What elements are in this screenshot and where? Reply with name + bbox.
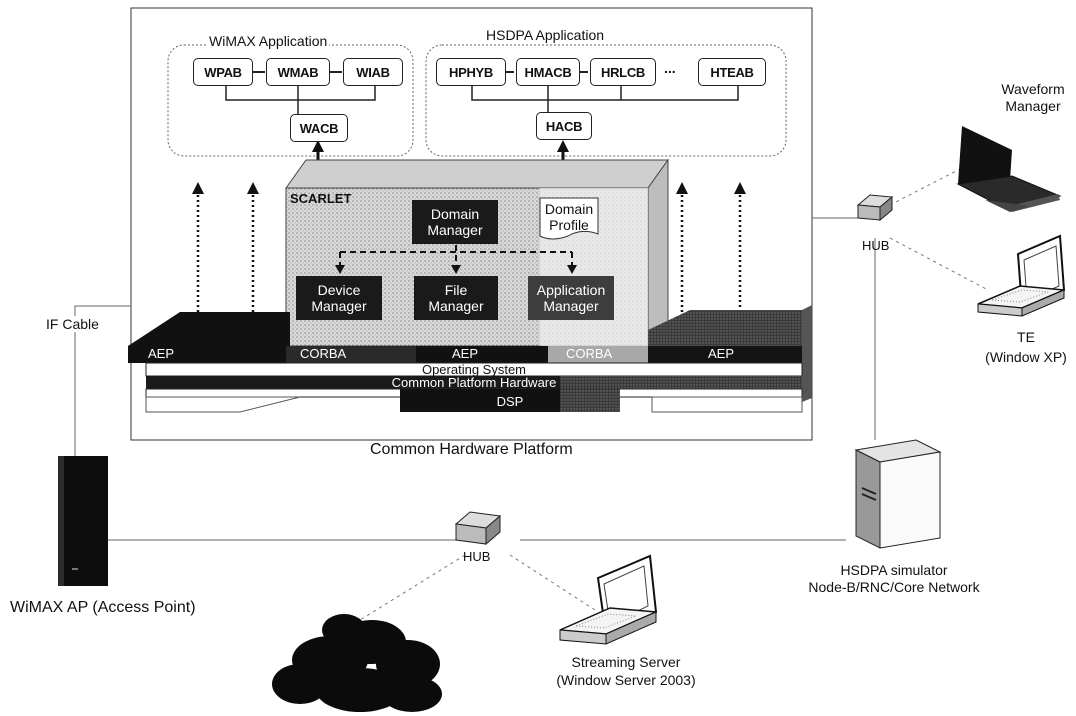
wpab-block: WPAB <box>193 58 253 86</box>
streaming-line1: Streaming Server <box>571 654 681 670</box>
file-manager-line1: File <box>444 282 468 298</box>
wimax-app-title: WiMAX Application <box>207 33 330 49</box>
te-laptop <box>977 234 1066 317</box>
hsdpa-ellipsis: ... <box>664 60 676 76</box>
device-manager-box: Device Manager <box>296 276 382 320</box>
te-line2: (Window XP) <box>985 349 1067 365</box>
hphyb-block: HPHYB <box>436 58 506 86</box>
hsdpa-app-title: HSDPA Application <box>484 27 607 43</box>
hub-bottom-label: HUB <box>463 549 491 564</box>
aep-left-slab <box>128 312 290 346</box>
aep-right-label: AEP <box>708 346 735 361</box>
internet-cloud <box>272 614 442 712</box>
application-manager-line1: Application <box>536 282 606 298</box>
device-manager-line1: Device <box>317 282 361 298</box>
streaming-line2: (Window Server 2003) <box>556 672 696 688</box>
wmab-block: WMAB <box>266 58 330 86</box>
corba-left-label: CORBA <box>300 346 347 361</box>
platform-label: Common Hardware Platform <box>370 441 573 458</box>
aep-left-label: AEP <box>148 346 175 361</box>
hrlcb-block: HRLCB <box>590 58 656 86</box>
hsdpa-sim-label: HSDPA simulator Node-B/RNC/Core Network <box>776 562 1012 596</box>
wimax-app-group <box>167 44 414 157</box>
waveform-manager-laptop <box>956 126 1062 212</box>
waveform-manager-label: Waveform Manager <box>998 81 1068 115</box>
te-line1: TE <box>1017 329 1035 345</box>
wacb-block: WACB <box>290 114 348 142</box>
application-manager-box: Application Manager <box>528 276 614 320</box>
file-manager-line2: Manager <box>428 298 484 314</box>
streaming-server-label: Streaming Server (Window Server 2003) <box>530 653 722 689</box>
domain-profile-line2: Profile <box>549 217 589 233</box>
hacb-block: HACB <box>536 112 592 140</box>
file-manager-box: File Manager <box>414 276 498 320</box>
domain-manager-line2: Manager <box>427 222 483 238</box>
scarlet-box-top <box>285 159 669 189</box>
if-cable-label: IF Cable <box>44 316 101 332</box>
hub-right-label: HUB <box>862 238 890 253</box>
hteab-block: HTEAB <box>698 58 766 86</box>
domain-profile-doc <box>539 197 599 240</box>
te-label: TE (Window XP) <box>976 327 1076 367</box>
domain-manager-line1: Domain <box>430 206 480 222</box>
aep-right-slab <box>648 310 802 346</box>
hsdpa-simulator-device <box>854 439 942 549</box>
hsdpa-sim-line2: Node-B/RNC/Core Network <box>808 579 980 595</box>
hsdpa-app-group <box>425 44 787 157</box>
corba-right-label: CORBA <box>566 346 613 361</box>
waveform-manager-line1: Waveform <box>1001 81 1065 97</box>
device-manager-line2: Manager <box>311 298 367 314</box>
scarlet-title: SCARLET <box>290 191 352 206</box>
wiab-block: WIAB <box>343 58 403 86</box>
wimax-ap-device <box>58 456 108 586</box>
wimax-ap-label: WiMAX AP (Access Point) <box>10 599 196 616</box>
application-manager-line2: Manager <box>543 298 599 314</box>
hub-right-device <box>856 194 894 222</box>
hmacb-block: HMACB <box>516 58 580 86</box>
domain-profile-line1: Domain <box>544 201 594 217</box>
dsp-label: DSP <box>496 394 524 409</box>
if-cable <box>74 305 131 458</box>
waveform-manager-line2: Manager <box>1005 98 1061 114</box>
hw-label: Common Platform Hardware <box>391 375 557 390</box>
domain-manager-box: Domain Manager <box>412 200 498 244</box>
hsdpa-sim-line1: HSDPA simulator <box>840 562 948 578</box>
scarlet-box-side <box>647 158 669 348</box>
aep-mid-label: AEP <box>452 346 479 361</box>
hub-bottom-device <box>454 511 502 546</box>
streaming-server-laptop <box>559 554 658 645</box>
domain-profile-label: Domain Profile <box>540 199 598 235</box>
os-label: Operating System <box>421 362 527 377</box>
